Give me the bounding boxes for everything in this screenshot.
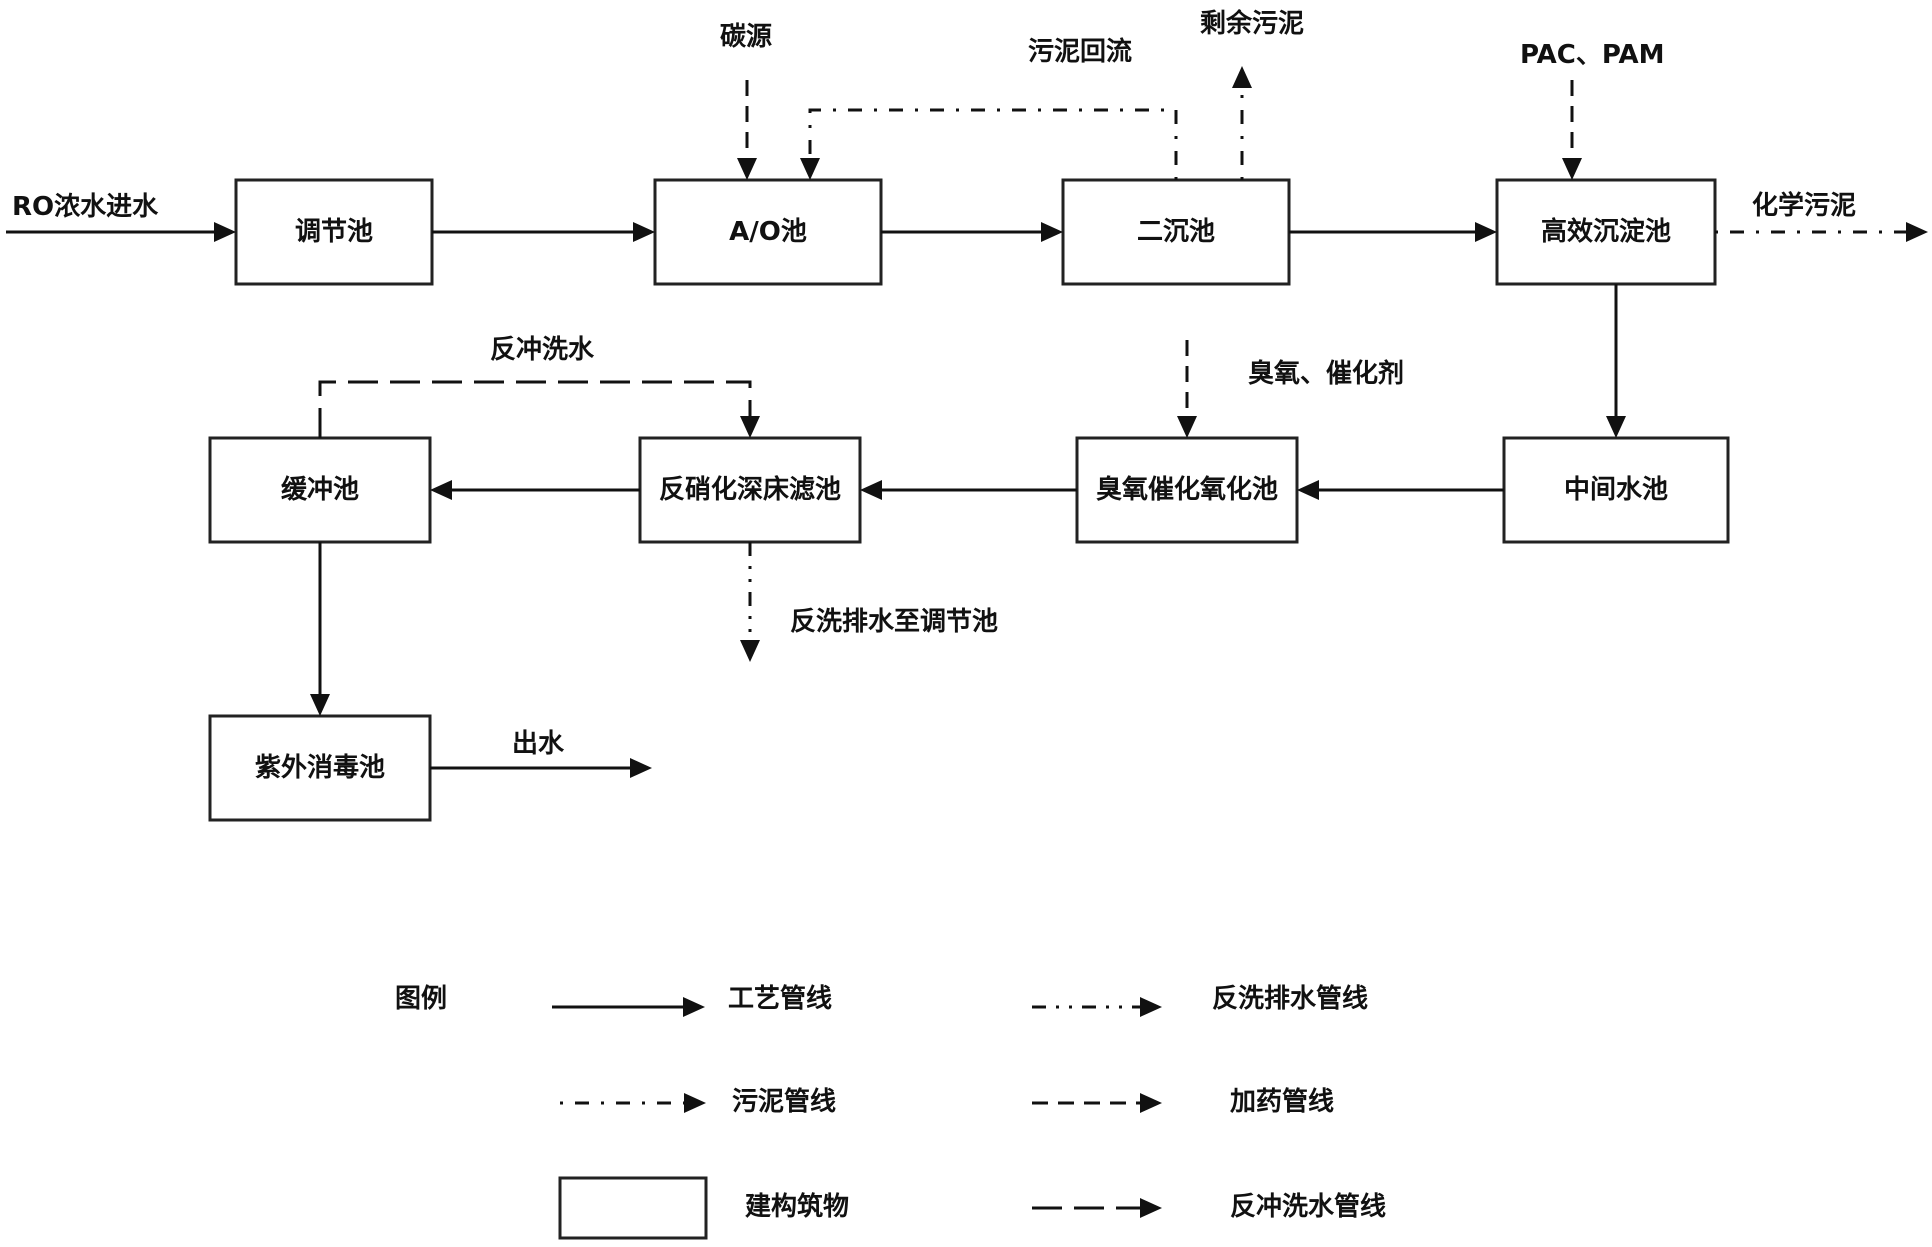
arrowhead [1906,222,1928,242]
arrowhead [1041,222,1063,242]
carbon-source-label: 碳源 [720,22,772,52]
legend-sludge-line-label: 污泥管线 [732,1087,836,1117]
arrowhead [1140,997,1162,1017]
arrowhead [430,480,452,500]
intermediate-tank-node: 中间水池 [1502,436,1730,544]
uv-tank-node: 紫外消毒池 [208,714,432,822]
sludge-return-line [808,108,1178,180]
arrowhead [1606,416,1626,438]
pac-pam-label: PAC、PAM [1520,40,1665,70]
arrowhead [310,694,330,716]
arrowhead [1297,480,1319,500]
arrowhead [633,222,655,242]
intermediate-tank-label: 中间水池 [1564,475,1668,505]
backwash-water-label: 反冲洗水 [490,335,595,365]
arrowhead [214,222,236,242]
sludge-return-label: 污泥回流 [1028,37,1132,67]
ozone-catalyst-label: 臭氧、催化剂 [1248,359,1404,389]
denitrification-filter-label: 反硝化深床滤池 [659,474,841,505]
legend-structure-label: 建构筑物 [745,1191,849,1222]
legend: 图例 工艺管线 反洗排水管线 污泥管线 加药管线 建构筑物 反冲洗水管线 [395,984,1386,1240]
buffer-tank-node: 缓冲池 [208,436,432,544]
backwash-drain-label: 反洗排水至调节池 [790,607,998,637]
arrowhead [800,158,820,180]
legend-title: 图例 [395,984,447,1014]
uv-tank-label: 紫外消毒池 [255,753,385,783]
arrowhead [740,416,760,438]
backwash-water-lines [318,380,760,438]
denitrification-filter-node: 反硝化深床滤池 [638,436,862,544]
backwash-drain-lines [740,542,760,662]
adjust-tank-label: 调节池 [295,217,373,247]
ozone-tank-label: 臭氧催化氧化池 [1096,475,1278,505]
chemical-sludge-label: 化学污泥 [1752,190,1856,221]
legend-dosing-line-label: 加药管线 [1230,1087,1334,1117]
ro-inflow-label: RO浓水进水 [12,192,159,222]
arrowhead [1177,416,1197,438]
high-eff-settling-node: 高效沉淀池 [1495,178,1717,286]
arrowhead [1562,158,1582,180]
arrowhead [1140,1093,1162,1113]
legend-process-line-label: 工艺管线 [728,984,832,1014]
sludge-lines [800,66,1928,242]
ozone-tank-node: 臭氧催化氧化池 [1075,436,1299,544]
effluent-label: 出水 [512,729,565,759]
process-lines [6,222,1626,778]
flow-labels: RO浓水进水 碳源 污泥回流 剩余污泥 PAC、PAM 化学污泥 臭氧、催化剂 … [12,8,1856,759]
adjust-tank-node: 调节池 [234,178,434,286]
arrowhead [630,758,652,778]
secondary-settling-node: 二沉池 [1061,178,1291,286]
legend-backwash-water-label: 反冲洗水管线 [1230,1192,1386,1222]
arrowhead [1475,222,1497,242]
arrowhead [737,158,757,180]
arrowhead [740,640,760,662]
secondary-settling-label: 二沉池 [1137,217,1215,247]
arrowhead [683,997,705,1017]
ao-tank-label: A/O池 [729,217,807,247]
backwash-water-line [318,380,752,438]
dosing-lines [737,80,1582,438]
arrowhead [860,480,882,500]
arrowhead [1140,1198,1162,1218]
ao-tank-node: A/O池 [653,178,883,286]
excess-sludge-label: 剩余污泥 [1200,8,1304,39]
arrowhead [684,1093,706,1113]
high-eff-settling-label: 高效沉淀池 [1541,216,1671,247]
buffer-tank-label: 缓冲池 [281,474,359,505]
arrowhead [1232,66,1252,88]
legend-structure-sample [558,1176,708,1240]
legend-backwash-drain-label: 反洗排水管线 [1212,984,1368,1014]
